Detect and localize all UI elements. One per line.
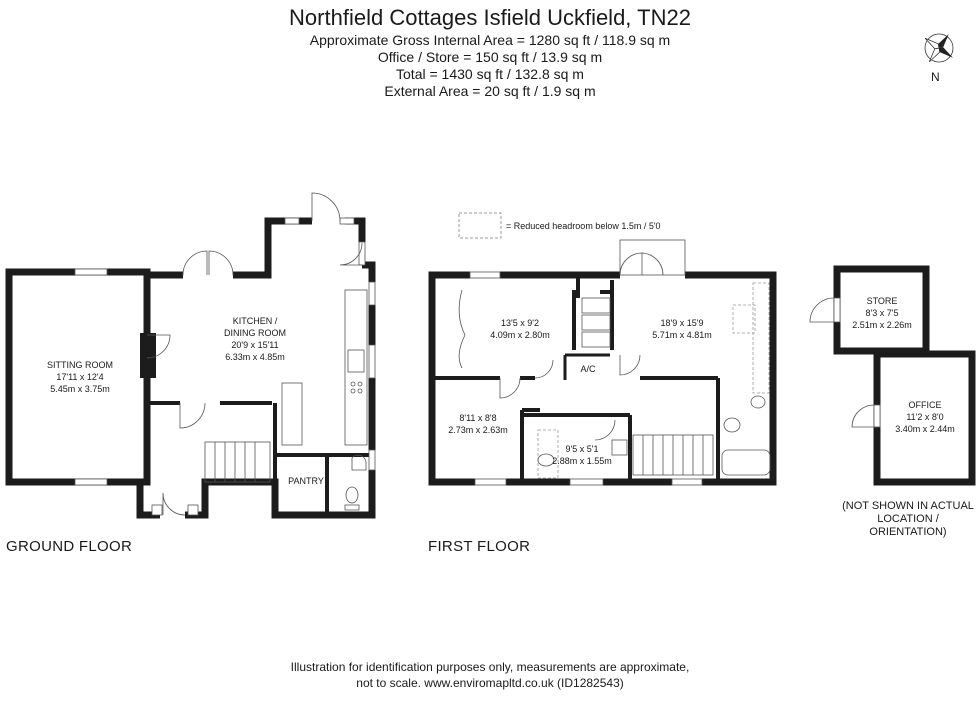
room-label-store: STORE 8'3 x 7'5 2.51m x 2.26m bbox=[852, 296, 912, 330]
bedroom-2-metric: 4.09m x 2.80m bbox=[490, 330, 550, 340]
bedroom-1-imperial: 18'9 x 15'9 bbox=[661, 318, 704, 328]
bathroom-metric: 2.88m x 1.55m bbox=[552, 456, 612, 466]
area-office-store: Office / Store = 150 sq ft / 13.9 sq m bbox=[377, 49, 603, 65]
room-label-office: OFFICE 11'2 x 8'0 3.40m x 2.44m bbox=[895, 400, 955, 434]
property-title: Northfield Cottages Isfield Uckfield, TN… bbox=[289, 5, 691, 30]
kitchen-name-2: DINING ROOM bbox=[224, 328, 286, 338]
location-note: (NOT SHOWN IN ACTUAL LOCATION / ORIENTAT… bbox=[838, 500, 978, 539]
bedroom-2-imperial: 13'5 x 9'2 bbox=[501, 318, 539, 328]
pantry-name: PANTRY bbox=[288, 476, 324, 486]
room-label-bedroom-1: 18'9 x 15'9 5.71m x 4.81m bbox=[652, 318, 712, 340]
sitting-room-metric: 5.45m x 3.75m bbox=[50, 384, 110, 394]
ground-floor-fixtures bbox=[74, 192, 376, 516]
first-floor-fixtures bbox=[458, 239, 771, 486]
headroom-legend-text: = Reduced headroom below 1.5m / 5'0 bbox=[506, 221, 661, 231]
kitchen-imperial: 20'9 x 15'11 bbox=[231, 340, 278, 350]
disclaimer-line-2: not to scale. www.enviromapltd.co.uk (ID… bbox=[356, 676, 624, 690]
office-imperial: 11'2 x 8'0 bbox=[906, 412, 943, 422]
ac-label: A/C bbox=[580, 364, 596, 374]
location-note-line-2: LOCATION / ORIENTATION) bbox=[869, 513, 947, 538]
disclaimer-line-1: Illustration for identification purposes… bbox=[290, 660, 690, 674]
sitting-room-imperial: 17'11 x 12'4 bbox=[56, 372, 103, 382]
outbuilding-fixtures bbox=[809, 297, 881, 428]
location-note-line-1: (NOT SHOWN IN ACTUAL bbox=[842, 500, 974, 512]
store-metric: 2.51m x 2.26m bbox=[852, 320, 912, 330]
first-floor-label: FIRST FLOOR bbox=[428, 538, 531, 555]
compass-icon bbox=[924, 33, 954, 63]
bathroom-imperial: 9'5 x 5'1 bbox=[566, 444, 599, 454]
disclaimer-footer: Illustration for identification purposes… bbox=[0, 659, 980, 691]
bedroom-3-metric: 2.73m x 2.63m bbox=[448, 425, 508, 435]
area-gross: Approximate Gross Internal Area = 1280 s… bbox=[309, 32, 671, 48]
outbuilding-plan bbox=[833, 265, 976, 486]
headroom-legend-swatch bbox=[458, 212, 502, 239]
kitchen-name-1: KITCHEN / bbox=[233, 316, 278, 326]
room-label-sitting-room: SITTING ROOM 17'11 x 12'4 5.45m x 3.75m bbox=[47, 360, 113, 394]
room-label-kitchen: KITCHEN / DINING ROOM 20'9 x 15'11 6.33m… bbox=[224, 316, 286, 362]
plan-header: Northfield Cottages Isfield Uckfield, TN… bbox=[0, 4, 980, 100]
room-label-bathroom: 9'5 x 5'1 2.88m x 1.55m bbox=[552, 444, 612, 466]
store-name: STORE bbox=[867, 296, 898, 306]
store-imperial: 8'3 x 7'5 bbox=[866, 308, 899, 318]
area-external: External Area = 20 sq ft / 1.9 sq m bbox=[384, 83, 596, 99]
ground-floor-label: GROUND FLOOR bbox=[6, 538, 133, 555]
area-total: Total = 1430 sq ft / 132.8 sq m bbox=[396, 66, 584, 82]
room-label-bedroom-2: 13'5 x 9'2 4.09m x 2.80m bbox=[490, 318, 550, 340]
first-floor-plan bbox=[428, 271, 777, 486]
office-metric: 3.40m x 2.44m bbox=[895, 424, 955, 434]
compass-north-label: N bbox=[931, 70, 940, 84]
office-name: OFFICE bbox=[909, 400, 942, 410]
room-label-bedroom-3: 8'11 x 8'8 2.73m x 2.63m bbox=[448, 413, 508, 435]
bedroom-3-imperial: 8'11 x 8'8 bbox=[459, 413, 496, 423]
kitchen-metric: 6.33m x 4.85m bbox=[225, 352, 285, 362]
sitting-room-name: SITTING ROOM bbox=[47, 360, 113, 370]
bedroom-1-metric: 5.71m x 4.81m bbox=[652, 330, 712, 340]
